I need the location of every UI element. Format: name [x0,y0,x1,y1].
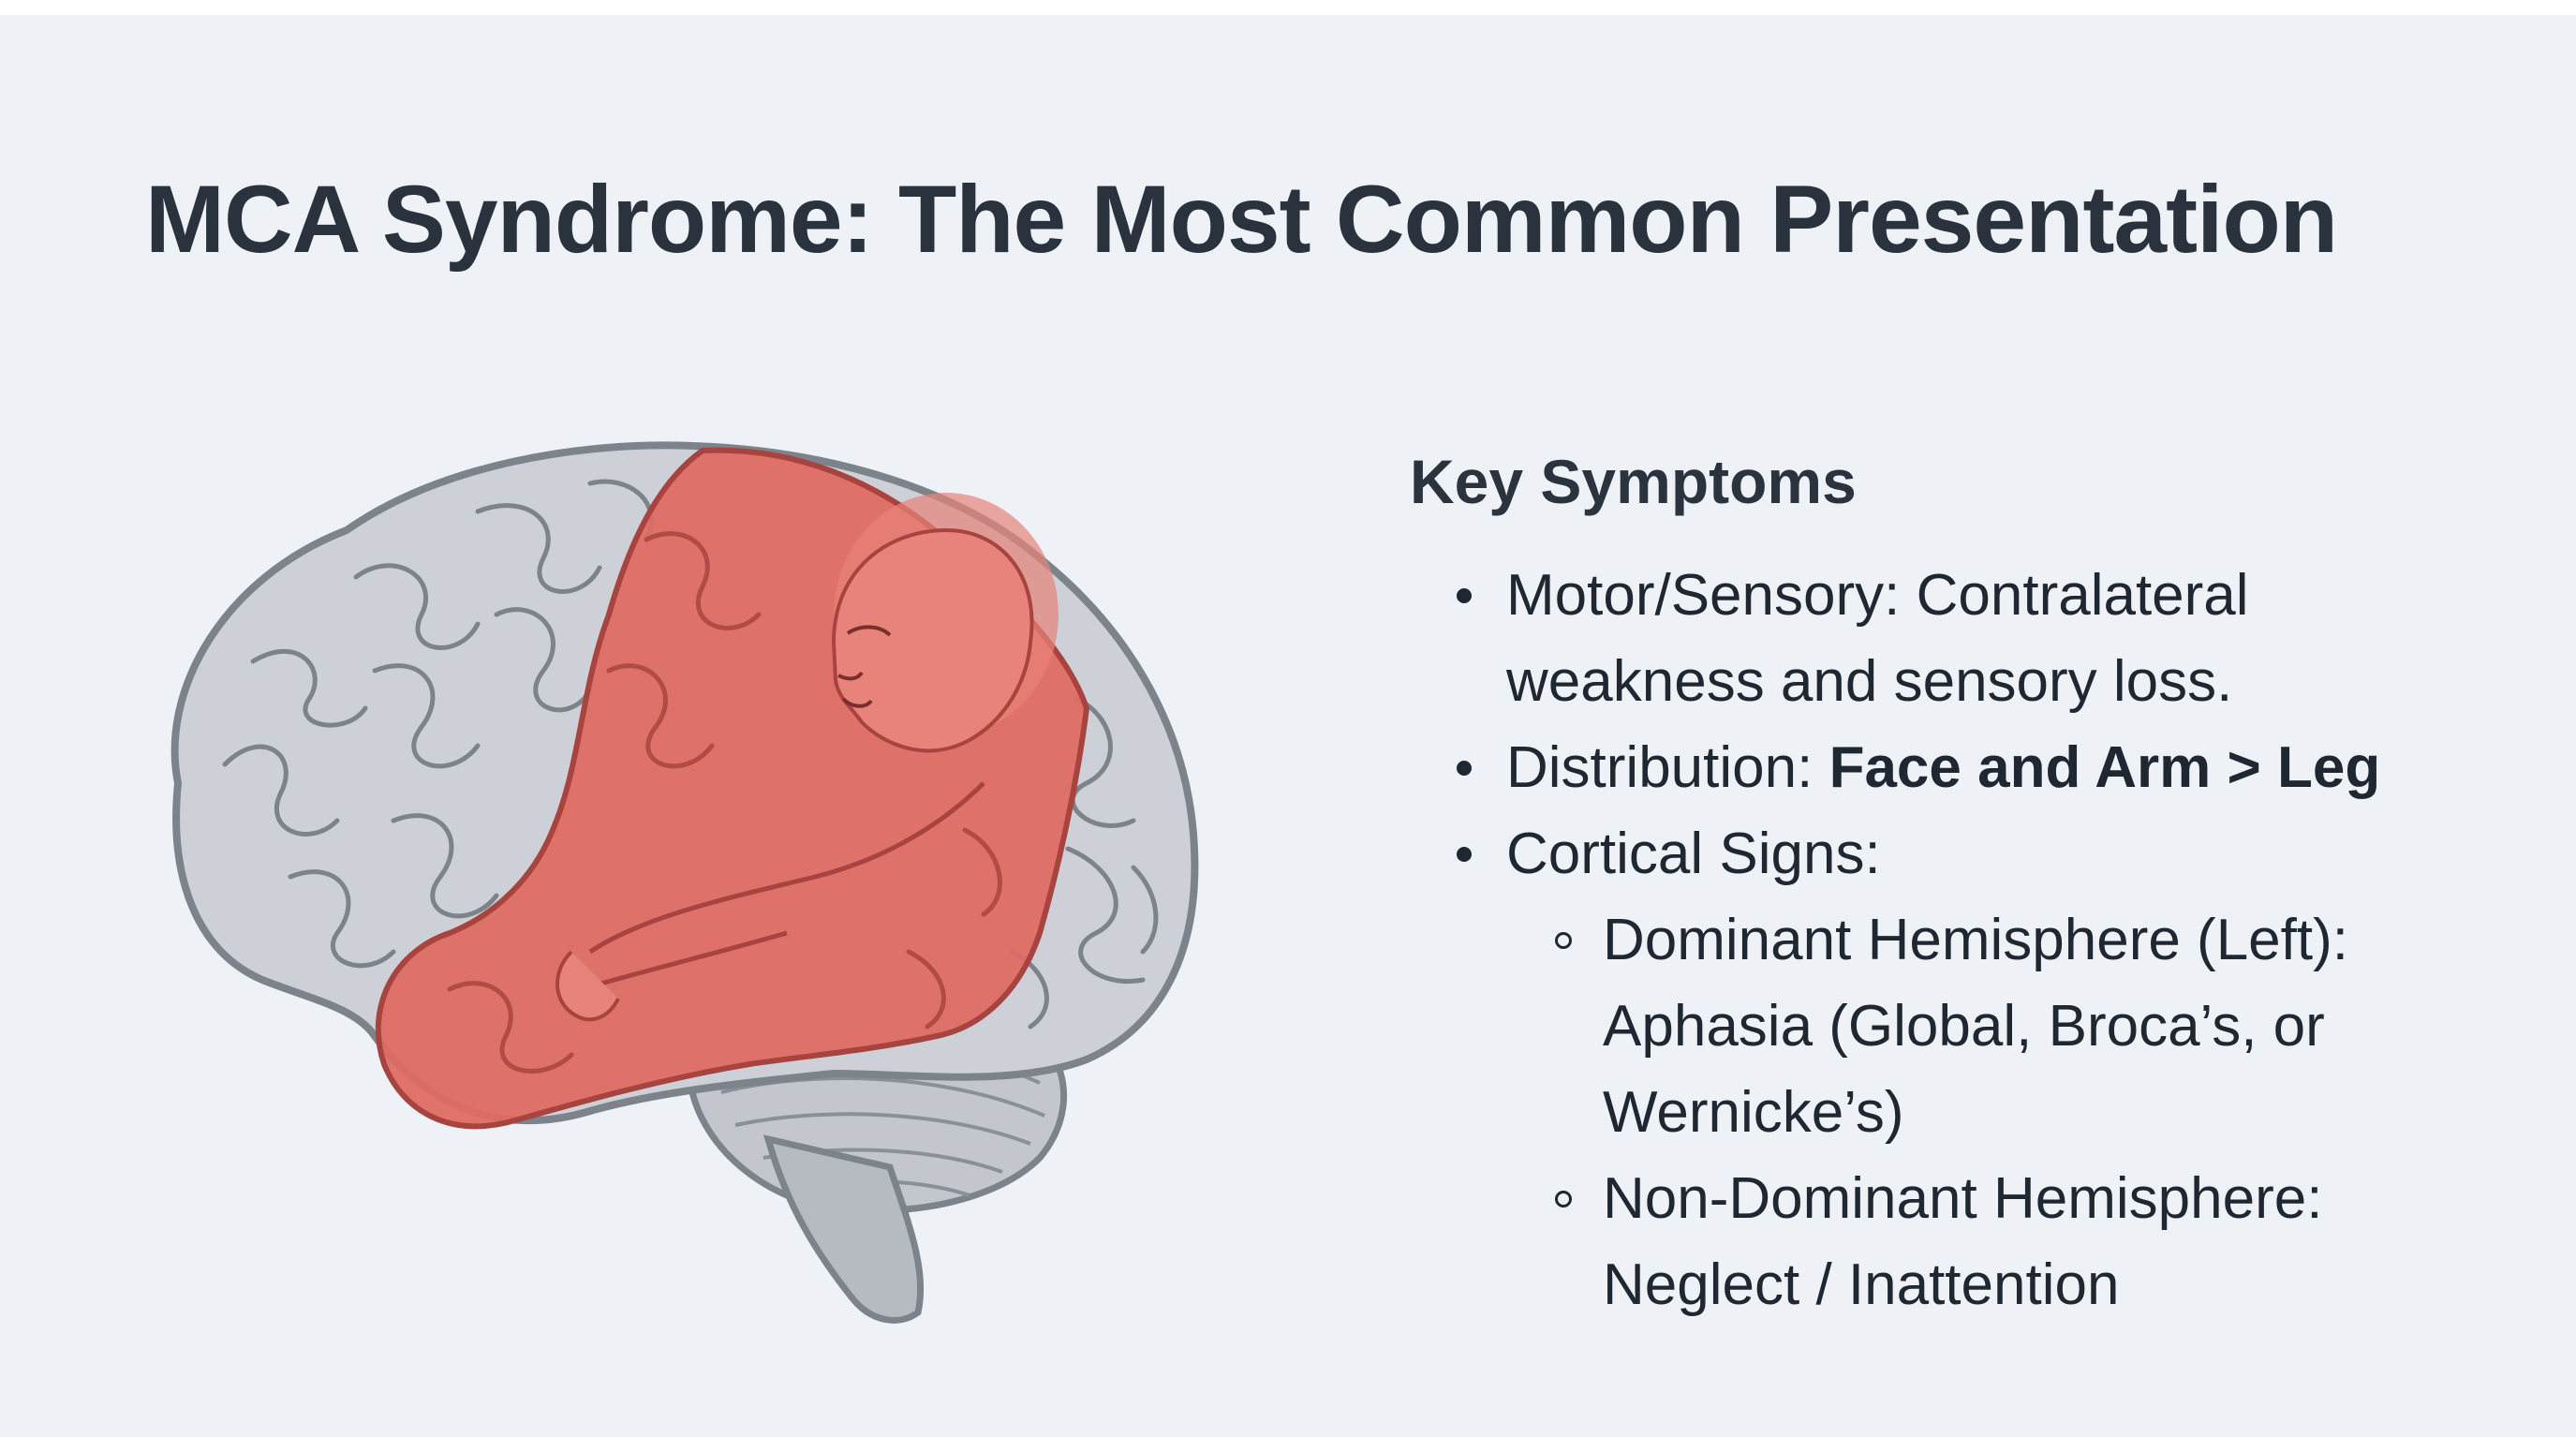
bullet-icon [1457,847,1472,862]
sub-item-text: Dominant Hemisphere (Left): Aphasia (Glo… [1603,908,2348,1145]
symptom-item-cortical-signs: Cortical Signs: Dominant Hemisphere (Lef… [1410,811,2515,1328]
key-symptoms-panel: Key Symptoms Motor/Sensory: Contralatera… [1410,446,2515,1328]
sub-item-text: Non-Dominant Hemisphere: Neglect / Inatt… [1603,1166,2323,1317]
sub-item-dominant-hemisphere: Dominant Hemisphere (Left): Aphasia (Glo… [1506,897,2515,1156]
territory-folds-icon [447,531,1002,1074]
symptom-text: Motor/Sensory: Contralateral weakness an… [1506,563,2249,714]
homunculus-figure-icon [555,493,1059,1022]
hollow-bullet-icon [1555,932,1572,949]
sub-item-non-dominant-hemisphere: Non-Dominant Hemisphere: Neglect / Inatt… [1506,1156,2515,1328]
gyri-pattern-icon [222,479,1159,1030]
brainstem-icon [763,1134,925,1324]
symptom-text: Cortical Signs: [1506,822,1881,886]
slide-title: MCA Syndrome: The Most Common Presentati… [145,166,2338,273]
bullet-icon [1457,761,1472,776]
symptom-item-motor-sensory: Motor/Sensory: Contralateral weakness an… [1410,553,2515,725]
slide: MCA Syndrome: The Most Common Presentati… [0,15,2576,1437]
hollow-bullet-icon [1555,1191,1572,1207]
key-symptoms-heading: Key Symptoms [1410,447,1857,516]
brain-illustration [141,427,1265,1350]
cortical-signs-sublist: Dominant Hemisphere (Left): Aphasia (Glo… [1506,897,2515,1328]
brain-illustration-icon [170,441,1199,1324]
symptoms-list: Motor/Sensory: Contralateral weakness an… [1410,553,2515,1328]
bullet-icon [1457,588,1472,603]
symptom-text-emphasis: Face and Arm > Leg [1828,735,2381,800]
symptom-item-distribution: Distribution: Face and Arm > Leg [1410,725,2515,811]
symptom-text-prefix: Distribution: [1506,735,1829,800]
